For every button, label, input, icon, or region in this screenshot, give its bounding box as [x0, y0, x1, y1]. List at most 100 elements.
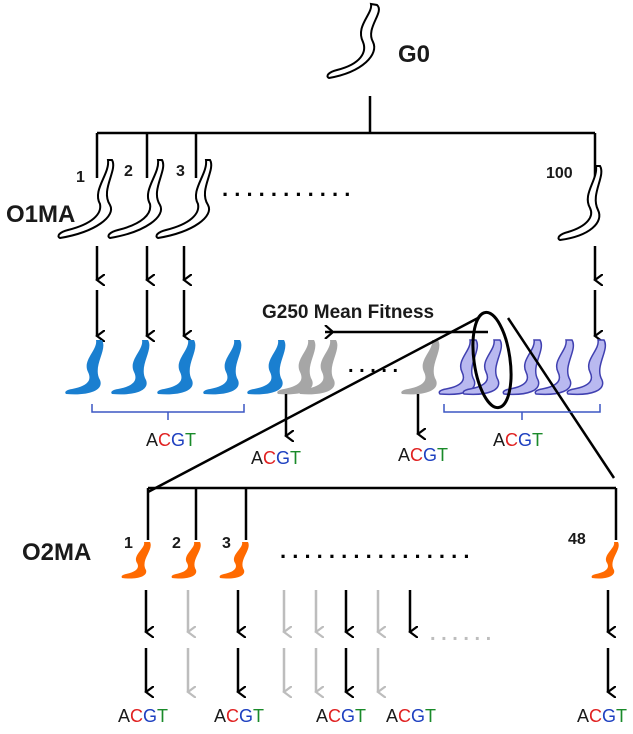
worm-outline-icon [57, 159, 115, 240]
acgt-letter: G [239, 706, 253, 726]
worm-filled-icon [462, 339, 503, 396]
acgt-letter: T [532, 430, 543, 450]
acgt-letter: A [398, 445, 410, 465]
g250-gray-worms [277, 340, 440, 395]
acgt-letter: A [316, 706, 328, 726]
worm-filled-icon [157, 340, 196, 395]
o1ma-arrows [97, 246, 595, 336]
o2ma-number-3: 3 [222, 535, 231, 552]
acgt-letter: C [130, 706, 143, 726]
o2ma-dots: . . . . . . . . . . . . . . . . [280, 538, 469, 563]
blue-bracket [91, 404, 245, 413]
o2ma-orange-worms [121, 542, 619, 579]
worm-filled-icon [591, 542, 619, 579]
acgt-letter: G [518, 430, 532, 450]
acgt-letter: A [118, 706, 130, 726]
acgt-letter: G [341, 706, 355, 726]
acgt-letter: C [398, 706, 411, 726]
g0-label: G0 [398, 41, 430, 68]
zoom-cone [147, 316, 616, 494]
selection-ellipse [471, 310, 513, 410]
acgt-label: ACGT [214, 706, 264, 726]
o2ma-arrows-tier2 [146, 648, 608, 692]
acgt-letter: G [143, 706, 157, 726]
o1ma-worms [57, 159, 603, 242]
acgt-letter: T [355, 706, 366, 726]
acgt-letter: C [589, 706, 602, 726]
acgt-letter: A [493, 430, 505, 450]
acgt-letter: G [423, 445, 437, 465]
worm-filled-icon [438, 339, 479, 396]
worm-filled-icon [111, 340, 150, 395]
acgt-letter: A [214, 706, 226, 726]
o1ma-number-1: 1 [76, 169, 85, 186]
acgt-letter: A [146, 430, 158, 450]
o1ma-number-100: 100 [546, 165, 573, 182]
acgt-letter: C [226, 706, 239, 726]
worm-filled-icon [247, 340, 286, 395]
worm-filled-icon [171, 542, 201, 579]
g250-dots: . . . . . [348, 355, 398, 377]
acgt-letter: T [185, 430, 196, 450]
acgt-letter: T [290, 448, 301, 468]
worm-outline-icon [155, 159, 213, 240]
o2ma-label: O2MA [22, 539, 91, 566]
o1ma-dots: . . . . . . . . . . . [222, 176, 350, 201]
worm-outline-icon [557, 165, 603, 242]
worm-filled-icon [401, 340, 440, 395]
acgt-letter: C [158, 430, 171, 450]
acgt-letter: T [157, 706, 168, 726]
acgt-letter: T [253, 706, 264, 726]
acgt-letter: G [171, 430, 185, 450]
g250-gray-arrows [286, 394, 418, 436]
acgt-label: ACGT [386, 706, 436, 726]
acgt-label: ACGT [146, 430, 196, 450]
mean-fitness-label: G250 Mean Fitness [262, 302, 434, 323]
acgt-letter: A [386, 706, 398, 726]
acgt-letter: T [437, 445, 448, 465]
worm-filled-icon [219, 542, 249, 579]
worm-filled-icon [566, 339, 607, 396]
o2ma-number-1: 1 [124, 535, 133, 552]
o2ma-number-48: 48 [568, 531, 586, 548]
g250-blue-worms [65, 340, 286, 395]
acgt-letter: T [616, 706, 627, 726]
worm-filled-icon [534, 339, 575, 396]
acgt-letter: C [505, 430, 518, 450]
acgt-label: ACGT [577, 706, 627, 726]
g250-lavender-worms [438, 339, 607, 396]
o1ma-number-2: 2 [124, 163, 133, 180]
worm-filled-icon [299, 340, 338, 395]
o2ma-tree [146, 486, 618, 540]
g0-worm-icon [326, 2, 380, 80]
acgt-letter: A [251, 448, 263, 468]
acgt-letter: G [411, 706, 425, 726]
acgt-letter: C [328, 706, 341, 726]
worm-outline-icon [107, 159, 165, 240]
acgt-label: ACGT [398, 445, 448, 465]
acgt-label: ACGT [316, 706, 366, 726]
acgt-letter: C [263, 448, 276, 468]
worm-filled-icon [277, 340, 316, 395]
acgt-label: ACGT [118, 706, 168, 726]
lavender-bracket [443, 404, 601, 413]
worm-filled-icon [121, 542, 151, 579]
acgt-label: ACGT [493, 430, 543, 450]
acgt-letter: G [602, 706, 616, 726]
acgt-label: ACGT [251, 448, 301, 468]
o2ma-arrows-tier1 [146, 590, 608, 632]
o1ma-tree [95, 96, 597, 178]
worm-filled-icon [203, 340, 242, 395]
o2ma-number-2: 2 [172, 535, 181, 552]
acgt-letter: T [425, 706, 436, 726]
worm-filled-icon [65, 340, 104, 395]
acgt-letter: G [276, 448, 290, 468]
o1ma-label: O1MA [6, 201, 75, 228]
o1ma-number-3: 3 [176, 163, 185, 180]
acgt-letter: C [410, 445, 423, 465]
acgt-letter: A [577, 706, 589, 726]
o2ma-arrow-dots: . . . . . . [430, 623, 491, 645]
